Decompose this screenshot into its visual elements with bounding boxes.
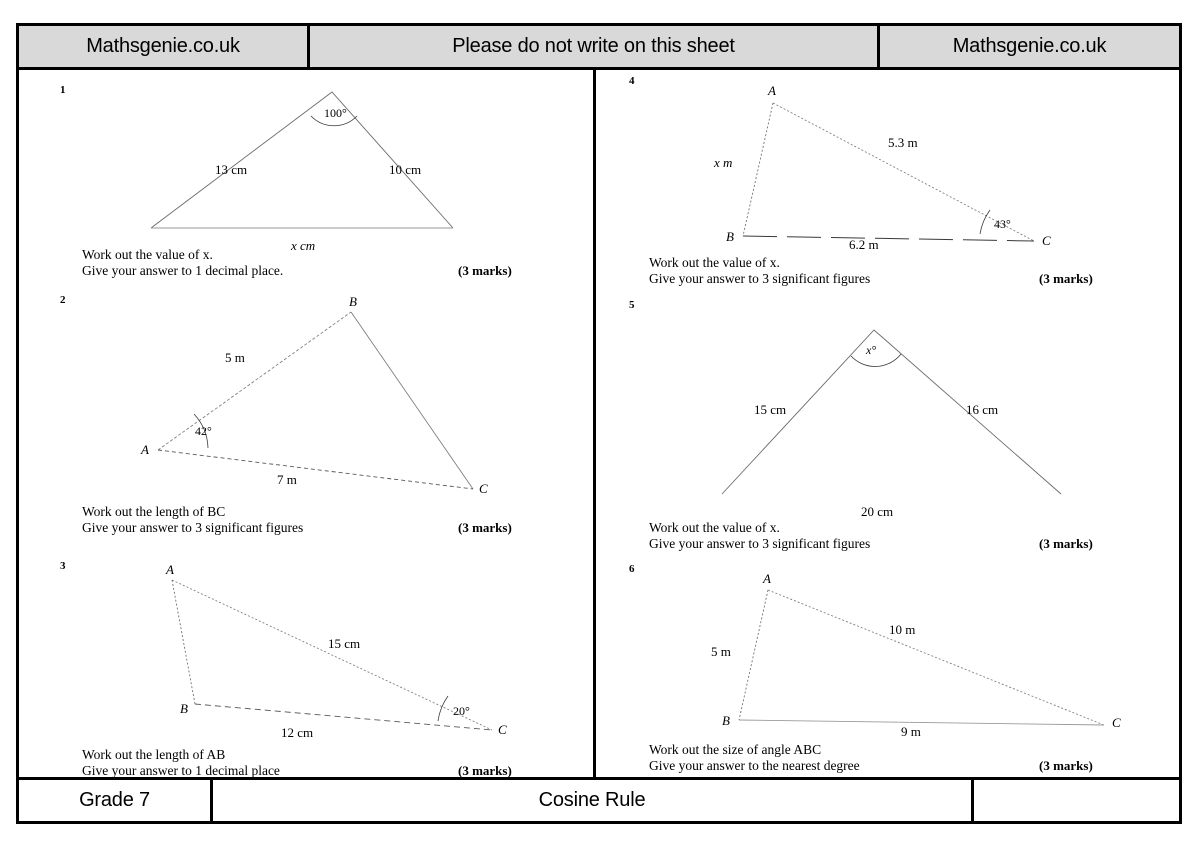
question-6: 6 5 m 10 m 9 m A B C Work out the size o… (596, 562, 1179, 784)
question-4-vertex-a-label: A (768, 83, 776, 98)
question-6-marks: (3 marks) (1039, 758, 1093, 773)
question-4-marks: (3 marks) (1039, 271, 1093, 286)
question-1-prompt-line1: Work out the value of x. (82, 247, 213, 262)
question-6-side-ac-label: 10 m (889, 622, 916, 637)
question-5-angle-label: x° (866, 343, 877, 357)
question-4-prompt-line1: Work out the value of x. (649, 255, 780, 270)
question-6-vertex-a-label: A (763, 571, 771, 586)
footer-grade: Grade 7 (19, 780, 213, 821)
question-3-side-ac-label: 15 cm (328, 636, 361, 651)
page-footer: Grade 7 Cosine Rule (19, 777, 1179, 821)
page-header: Mathsgenie.co.uk Please do not write on … (19, 26, 1179, 70)
question-1-angle-label: 100° (324, 106, 347, 120)
question-2-figure (157, 311, 474, 490)
question-6-figure (738, 589, 1105, 726)
question-1-right-side-label: 10 cm (389, 162, 422, 177)
question-6-vertex-c-label: C (1112, 715, 1121, 730)
question-1-left-side-label: 13 cm (215, 162, 248, 177)
question-3-side-bc-label: 12 cm (281, 725, 314, 740)
question-5-number: 5 (629, 299, 635, 311)
question-5-marks: (3 marks) (1039, 536, 1093, 551)
question-2-prompt-line1: Work out the length of BC (82, 504, 226, 519)
question-4-figure (742, 102, 1035, 242)
question-4: 4 43° x m 5.3 m 6.2 m A B C Work out the… (596, 70, 1179, 286)
question-3-vertex-b-label: B (180, 701, 188, 716)
question-6-side-ab-label: 5 m (711, 644, 731, 659)
question-2-marks: (3 marks) (458, 520, 512, 535)
question-5-right-side-label: 16 cm (966, 402, 999, 417)
header-left-brand: Mathsgenie.co.uk (19, 26, 310, 67)
right-column: 4 43° x m 5.3 m 6.2 m A B C Work out the… (596, 70, 1179, 784)
question-2-side-ab-label: 5 m (225, 350, 245, 365)
question-5-left-side-label: 15 cm (754, 402, 787, 417)
question-5-prompt-line1: Work out the value of x. (649, 520, 780, 535)
question-4-side-bc-label: 6.2 m (849, 237, 879, 252)
question-4-number: 4 (629, 75, 635, 87)
header-right-brand: Mathsgenie.co.uk (880, 26, 1179, 67)
question-2-number: 2 (60, 294, 66, 306)
question-6-prompt-line2: Give your answer to the nearest degree (649, 758, 860, 773)
question-2-vertex-c-label: C (479, 481, 488, 496)
question-3-figure (171, 579, 493, 731)
question-2-angle-label: 42° (195, 424, 212, 438)
question-5-figure (721, 329, 1062, 495)
question-3: 3 20° 15 cm 12 cm A B C Work out the len… (19, 558, 593, 784)
question-4-vertex-c-label: C (1042, 233, 1051, 248)
question-4-angle-label: 43° (994, 217, 1011, 231)
left-column: 1 100° 13 cm 10 cm x cm Work out the val… (19, 70, 596, 784)
question-1-number: 1 (60, 84, 66, 96)
footer-blank (974, 780, 1179, 821)
question-4-side-ab-label: x m (714, 155, 733, 170)
worksheet-page: Mathsgenie.co.uk Please do not write on … (16, 23, 1182, 824)
question-3-angle-label: 20° (453, 704, 470, 718)
footer-topic: Cosine Rule (213, 780, 974, 821)
question-2: 2 42° 5 m 7 m A B C Work out the length … (19, 292, 593, 542)
question-2-vertex-a-label: A (141, 442, 149, 457)
question-6-vertex-b-label: B (722, 713, 730, 728)
question-2-side-ac-label: 7 m (277, 472, 297, 487)
question-4-prompt-line2: Give your answer to 3 significant figure… (649, 271, 871, 286)
question-3-marks: (3 marks) (458, 763, 512, 778)
question-2-vertex-b-label: B (349, 294, 357, 309)
question-5: 5 x° 15 cm 16 cm 20 cm Work out the valu… (596, 298, 1179, 551)
question-5-base-label: 20 cm (861, 504, 894, 519)
question-1-figure (150, 91, 454, 229)
question-6-prompt-line1: Work out the size of angle ABC (649, 742, 822, 757)
question-1-marks: (3 marks) (458, 263, 512, 278)
question-1-prompt-line2: Give your answer to 1 decimal place. (82, 263, 284, 278)
question-3-vertex-a-label: A (166, 562, 174, 577)
questions-area: 1 100° 13 cm 10 cm x cm Work out the val… (19, 70, 1179, 784)
question-4-vertex-b-label: B (726, 229, 734, 244)
question-3-prompt-line1: Work out the length of AB (82, 747, 226, 762)
question-1: 1 100° 13 cm 10 cm x cm Work out the val… (19, 70, 593, 278)
question-5-prompt-line2: Give your answer to 3 significant figure… (649, 536, 871, 551)
question-1-base-label: x cm (291, 238, 316, 253)
question-3-number: 3 (60, 560, 66, 572)
question-3-vertex-c-label: C (498, 722, 507, 737)
question-4-side-ac-label: 5.3 m (888, 135, 918, 150)
question-6-side-bc-label: 9 m (901, 724, 921, 739)
question-3-prompt-line2: Give your answer to 1 decimal place (82, 763, 280, 778)
question-2-prompt-line2: Give your answer to 3 significant figure… (82, 520, 304, 535)
question-6-number: 6 (629, 563, 635, 575)
header-notice: Please do not write on this sheet (310, 26, 880, 67)
